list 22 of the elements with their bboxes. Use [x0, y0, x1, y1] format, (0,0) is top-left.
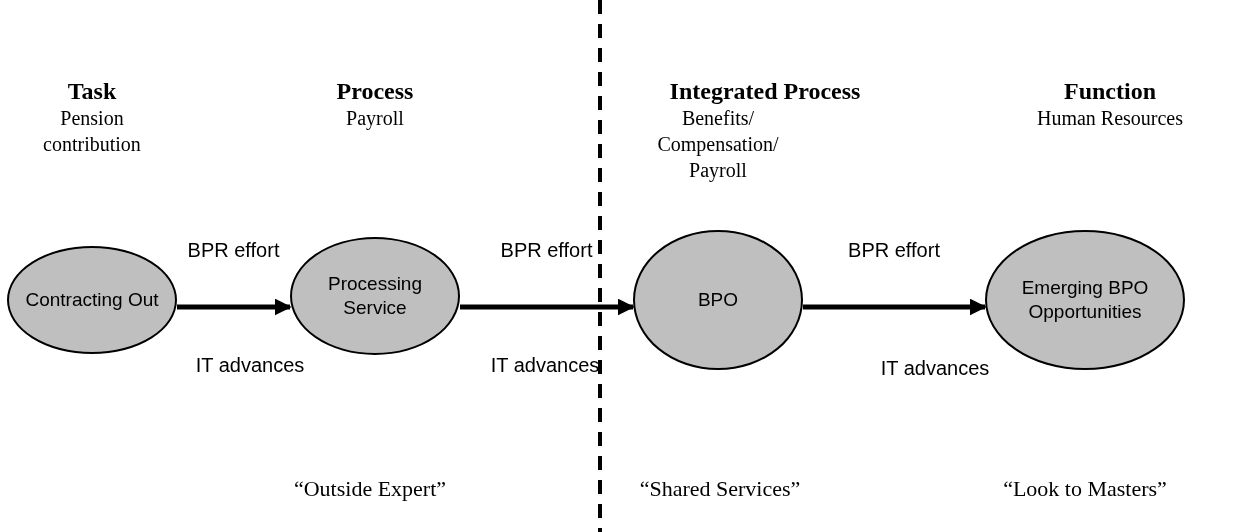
edge-label: BPR effort [847, 238, 941, 263]
text-label: “Look to Masters” [1002, 475, 1168, 503]
edge-label: BPR effort [186, 238, 281, 263]
column-heading: Function [1063, 77, 1157, 106]
text-label: IT advances [195, 353, 305, 378]
column-heading: Process [335, 77, 415, 106]
arrow [460, 298, 635, 316]
text-label: Payroll [345, 106, 405, 131]
arrow [803, 298, 987, 316]
text-label: “Shared Services” [638, 475, 802, 503]
process-ellipse: Contracting Out [7, 246, 177, 354]
edge-label: BPR effort [499, 238, 594, 263]
text-label: IT advances [490, 353, 600, 378]
process-ellipse: Processing Service [290, 237, 460, 355]
column-heading: Integrated Process [668, 77, 862, 106]
process-ellipse: BPO [633, 230, 803, 370]
text-label: Human Resources [1035, 106, 1185, 131]
text-label: Benefits/ Compensation/ Payroll [656, 106, 780, 183]
text-label: Pension contribution [42, 106, 142, 157]
column-heading: Task [66, 77, 118, 106]
arrow [177, 298, 292, 316]
text-label: “Outside Expert” [292, 475, 448, 503]
